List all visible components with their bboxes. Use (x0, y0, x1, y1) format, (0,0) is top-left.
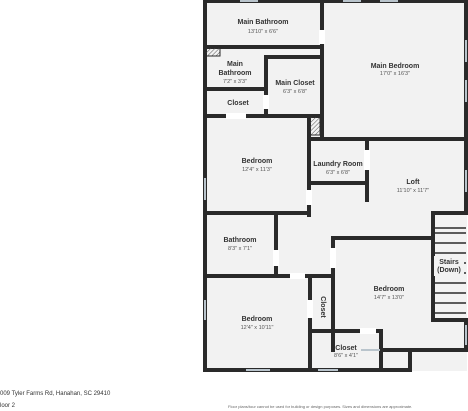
stairs-label: Stairs (439, 259, 459, 266)
room-name: Main Bedroom (371, 63, 420, 70)
room-closet-1: Closet (227, 100, 249, 107)
room-dimensions: 12'4" x 11'3" (242, 167, 272, 173)
room-dimensions: 8'3" x 7'1" (228, 246, 252, 252)
floor-fill (205, 1, 467, 371)
room-dimensions: 8'6" x 4'1" (334, 353, 358, 359)
windows (204, 0, 467, 371)
hatched-fixture (309, 116, 321, 136)
room-bedroom-2: Bedroom 14'7" x 13'0" (374, 286, 405, 301)
room-name: Bathroom (223, 237, 256, 244)
room-name: Main Closet (275, 80, 315, 87)
room-main-bathroom-large: Main Bathroom 13'10" x 6'6" (238, 19, 289, 35)
room-bathroom: Bathroom 8'3" x 7'1" (223, 237, 256, 252)
room-name: Laundry Room (313, 161, 362, 168)
floor-label: loor 2 (0, 403, 16, 409)
room-name: Closet (335, 345, 357, 352)
room-name: Loft (406, 179, 420, 186)
outer-walls (203, 0, 468, 372)
room-name: Main Bathroom (238, 19, 289, 26)
door-openings (226, 30, 376, 334)
room-dimensions: 6'3" x 6'8" (326, 170, 350, 176)
room-name: Closet (319, 296, 326, 318)
room-main-closet: Main Closet 6'3" x 6'8" (275, 80, 315, 95)
room-bedroom-3: Bedroom 12'4" x 10'11" (241, 316, 274, 331)
room-main-bathroom-small: Main Bathroom 7'2" x 3'3" (218, 61, 251, 85)
room-name: Bedroom (242, 316, 273, 323)
room-dimensions: 14'7" x 13'0" (374, 295, 404, 301)
room-dimensions: 11'10" x 11'7" (397, 188, 429, 194)
room-main-bedroom: Main Bedroom 17'0" x 16'3" (371, 63, 420, 77)
room-bedroom-1: Bedroom 12'4" x 11'3" (242, 158, 273, 173)
room-name: Bathroom (218, 70, 251, 77)
room-name: Bedroom (242, 158, 273, 165)
room-name: Closet (227, 100, 249, 107)
hatched-fixture (205, 47, 221, 57)
room-dimensions: 17'0" x 16'3" (380, 71, 410, 77)
room-name: Bedroom (374, 286, 405, 293)
disclaimer-text: Floor plans/tour cannot be used for buil… (228, 404, 413, 409)
room-stairs: Stairs (Down) (434, 256, 464, 276)
room-dimensions: 13'10" x 6'6" (248, 29, 278, 35)
room-laundry: Laundry Room 6'3" x 6'8" (313, 161, 362, 176)
room-loft: Loft 11'10" x 11'7" (397, 179, 429, 194)
address-text: 009 Tyler Farms Rd, Hanahan, SC 29410 (0, 391, 111, 397)
room-closet-vertical: Closet (319, 296, 326, 318)
room-dimensions: 12'4" x 10'11" (241, 325, 274, 331)
stairs-direction: (Down) (437, 267, 461, 274)
room-dimensions: 6'3" x 6'8" (283, 89, 307, 95)
room-closet-2: Closet 8'6" x 4'1" (334, 345, 358, 359)
room-name: Main (227, 61, 243, 68)
room-dimensions: 7'2" x 3'3" (223, 79, 247, 85)
